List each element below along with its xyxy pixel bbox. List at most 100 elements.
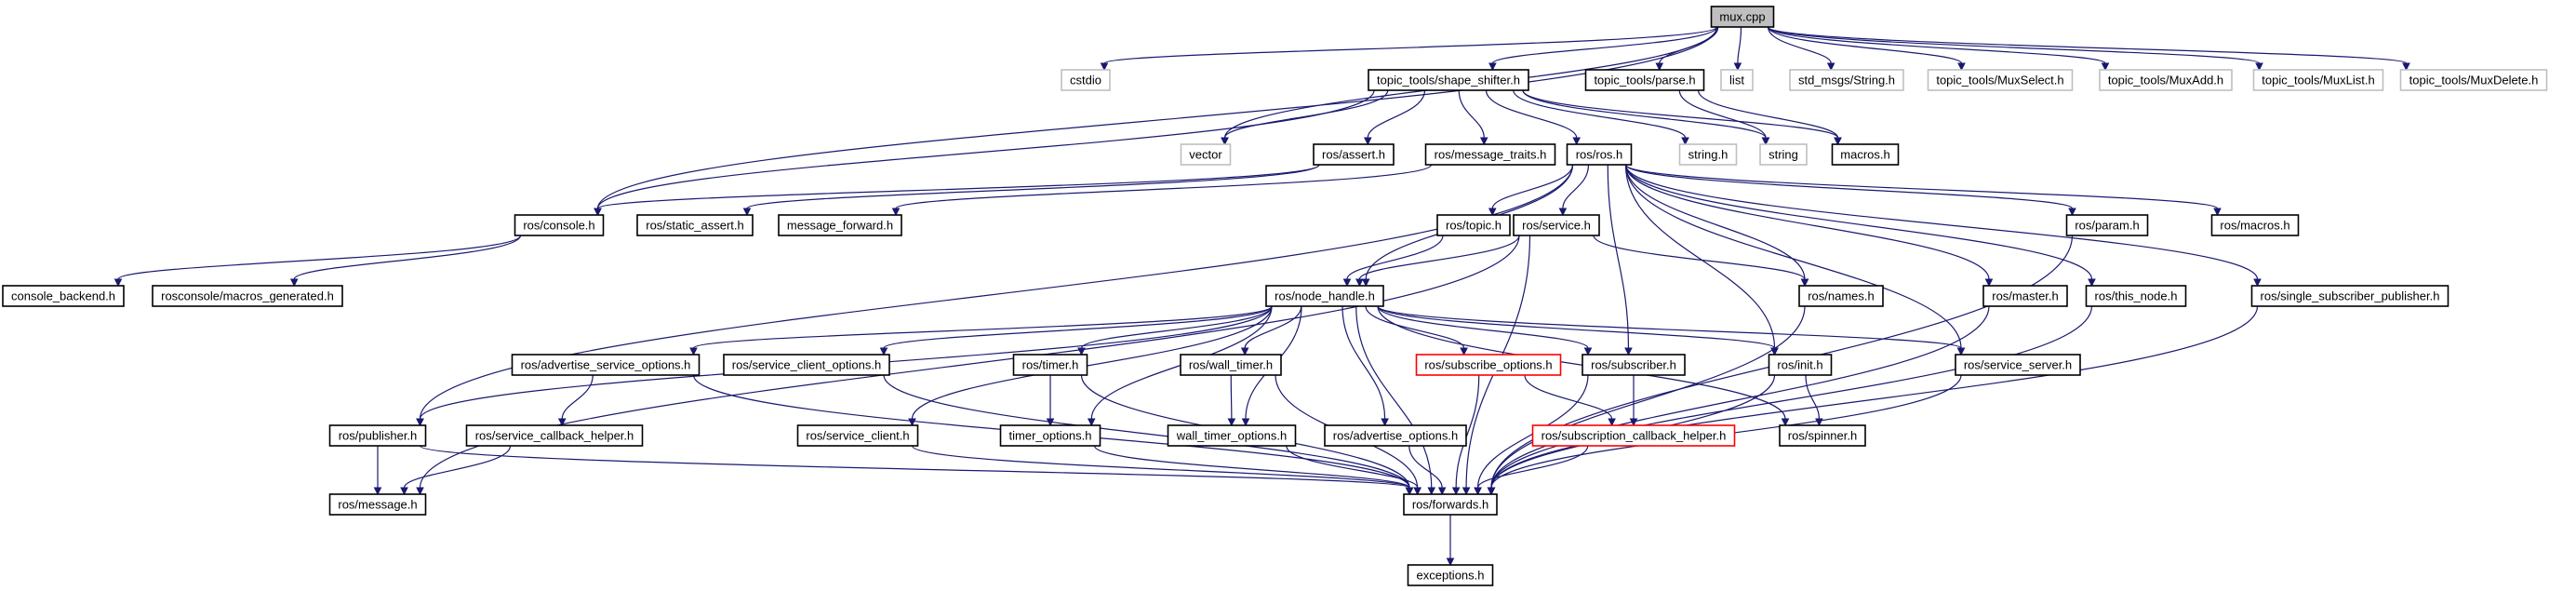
node-ros-macros[interactable]: ros/macros.h [2210, 214, 2300, 236]
node-sub-opts[interactable]: ros/subscribe_options.h [1415, 354, 1562, 376]
node-ros-ros[interactable]: ros/ros.h [1566, 143, 1633, 166]
edge-node-handle-to-srv-client-opts [879, 305, 1273, 356]
node-console-backend[interactable]: console_backend.h [2, 285, 125, 307]
node-sub-cb-helper[interactable]: ros/subscription_callback_helper.h [1531, 424, 1736, 447]
node-message-forward[interactable]: message_forward.h [778, 214, 902, 236]
node-adv-srv-opts[interactable]: ros/advertise_service_options.h [511, 354, 701, 376]
arrowhead [1413, 487, 1422, 496]
node-wall-timer[interactable]: ros/wall_timer.h [1180, 354, 1282, 376]
node-label: ros/assert.h [1322, 148, 1385, 162]
arrowhead [1355, 278, 1364, 288]
node-ros-assert[interactable]: ros/assert.h [1313, 143, 1395, 166]
node-vector[interactable]: vector [1180, 143, 1232, 166]
edge-node-handle-to-forwards [1355, 305, 1436, 496]
node-label: wall_timer_options.h [1176, 429, 1288, 443]
node-label: ros/ros.h [1576, 148, 1623, 162]
node-label: ros/subscriber.h [1591, 358, 1676, 372]
edge-srv-cb-helper-to-message [400, 445, 512, 496]
node-timer-opts[interactable]: timer_options.h [999, 424, 1101, 447]
node-label: ros/forwards.h [1412, 498, 1488, 512]
node-string[interactable]: string [1759, 143, 1808, 166]
arrowhead [1221, 137, 1229, 146]
node-wall-timer-opts[interactable]: wall_timer_options.h [1167, 424, 1297, 447]
node-names[interactable]: ros/names.h [1798, 285, 1884, 307]
node-init[interactable]: ros/init.h [1768, 354, 1833, 376]
edge-shape-shifter-to-ros-assert [1363, 89, 1426, 146]
arrowhead [1681, 137, 1689, 146]
node-mux-list[interactable]: topic_tools/MuxList.h [2252, 69, 2384, 91]
arrowhead [1629, 418, 1638, 427]
edge-node-handle-to-spinner [1377, 305, 1790, 427]
arrowhead [1488, 208, 1497, 217]
node-box [1720, 69, 1754, 91]
node-label: rosconsole/macros_generated.h [161, 289, 334, 303]
arrowhead [1227, 418, 1236, 427]
node-forwards[interactable]: ros/forwards.h [1403, 493, 1498, 516]
arrowhead [879, 347, 888, 356]
node-mux-select[interactable]: topic_tools/MuxSelect.h [1927, 69, 2074, 91]
node-service[interactable]: ros/service.h [1513, 214, 1600, 236]
node-cstdio[interactable]: cstdio [1061, 69, 1111, 91]
node-label: ros/service_client_options.h [732, 358, 881, 372]
node-box [2099, 69, 2233, 91]
node-label: ros/service_callback_helper.h [475, 429, 634, 443]
edge-shape-shifter-to-console [594, 89, 1375, 217]
node-message-traits[interactable]: ros/message_traits.h [1424, 143, 1556, 166]
arrowhead [1361, 278, 1370, 288]
node-timer[interactable]: ros/timer.h [1012, 354, 1088, 376]
node-mux-add[interactable]: topic_tools/MuxAdd.h [2099, 69, 2233, 91]
edge-node-handle-to-sub-opts [1365, 305, 1468, 356]
node-console[interactable]: ros/console.h [514, 214, 605, 236]
node-single-sub-pub[interactable]: ros/single_subscriber_publisher.h [2250, 285, 2449, 307]
node-mux-cpp[interactable]: mux.cpp [1710, 6, 1775, 28]
node-string-h[interactable]: string.h [1678, 143, 1738, 166]
node-service-client[interactable]: ros/service_client.h [796, 424, 919, 447]
arrowhead [1624, 347, 1633, 356]
node-rosconsole-macros[interactable]: rosconsole/macros_generated.h [152, 285, 343, 307]
arrowhead [1826, 62, 1835, 72]
node-macros[interactable]: macros.h [1831, 143, 1900, 166]
node-label: ros/advertise_options.h [1333, 429, 1458, 443]
edge-publisher-to-message [373, 446, 382, 496]
node-box [2399, 69, 2548, 91]
arrowhead [1462, 487, 1471, 496]
node-shape-shifter[interactable]: topic_tools/shape_shifter.h [1368, 69, 1529, 91]
node-std-string[interactable]: std_msgs/String.h [1789, 69, 1904, 91]
node-adv-opts[interactable]: ros/advertise_options.h [1324, 424, 1467, 447]
node-parse[interactable]: topic_tools/parse.h [1584, 69, 1705, 91]
arrowhead [1834, 137, 1842, 146]
node-master[interactable]: ros/master.h [1982, 285, 2068, 307]
node-box [1759, 143, 1808, 166]
node-srv-client-opts[interactable]: ros/service_client_options.h [723, 354, 890, 376]
node-subscriber[interactable]: ros/subscriber.h [1582, 354, 1686, 376]
node-mux-delete[interactable]: topic_tools/MuxDelete.h [2399, 69, 2548, 91]
node-node-handle[interactable]: ros/node_handle.h [1265, 285, 1384, 307]
edge-sub-opts-to-forwards [1451, 374, 1480, 496]
node-message[interactable]: ros/message.h [328, 493, 427, 516]
arrowhead [2255, 62, 2263, 72]
node-label: ros/message.h [338, 498, 417, 512]
node-topic[interactable]: ros/topic.h [1436, 214, 1511, 236]
node-publisher[interactable]: ros/publisher.h [328, 424, 427, 447]
node-srv-cb-helper[interactable]: ros/service_callback_helper.h [465, 424, 644, 447]
node-label: ros/wall_timer.h [1189, 358, 1273, 372]
arrowhead [1451, 487, 1461, 496]
node-static-assert[interactable]: ros/static_assert.h [636, 214, 754, 236]
node-box [1678, 143, 1738, 166]
node-box [2250, 285, 2449, 307]
node-label: string.h [1688, 148, 1728, 162]
edge-ros-ros-to-topic [1488, 164, 1574, 217]
node-spinner[interactable]: ros/spinner.h [1779, 424, 1866, 447]
edge-console-to-rosconsole-macros [289, 235, 522, 288]
node-label: timer_options.h [1009, 429, 1092, 443]
node-this-node[interactable]: ros/this_node.h [2085, 285, 2187, 307]
node-list[interactable]: list [1720, 69, 1754, 91]
node-box [1789, 69, 1904, 91]
node-exceptions[interactable]: exceptions.h [1407, 564, 1494, 586]
arrowhead [742, 208, 752, 217]
edge-shape-shifter-to-string [1522, 89, 1770, 146]
node-param[interactable]: ros/param.h [2065, 214, 2149, 236]
arrowhead [1488, 62, 1497, 72]
edge-node-handle-to-timer [1077, 305, 1273, 356]
node-service-server[interactable]: ros/service_server.h [1955, 354, 2081, 376]
